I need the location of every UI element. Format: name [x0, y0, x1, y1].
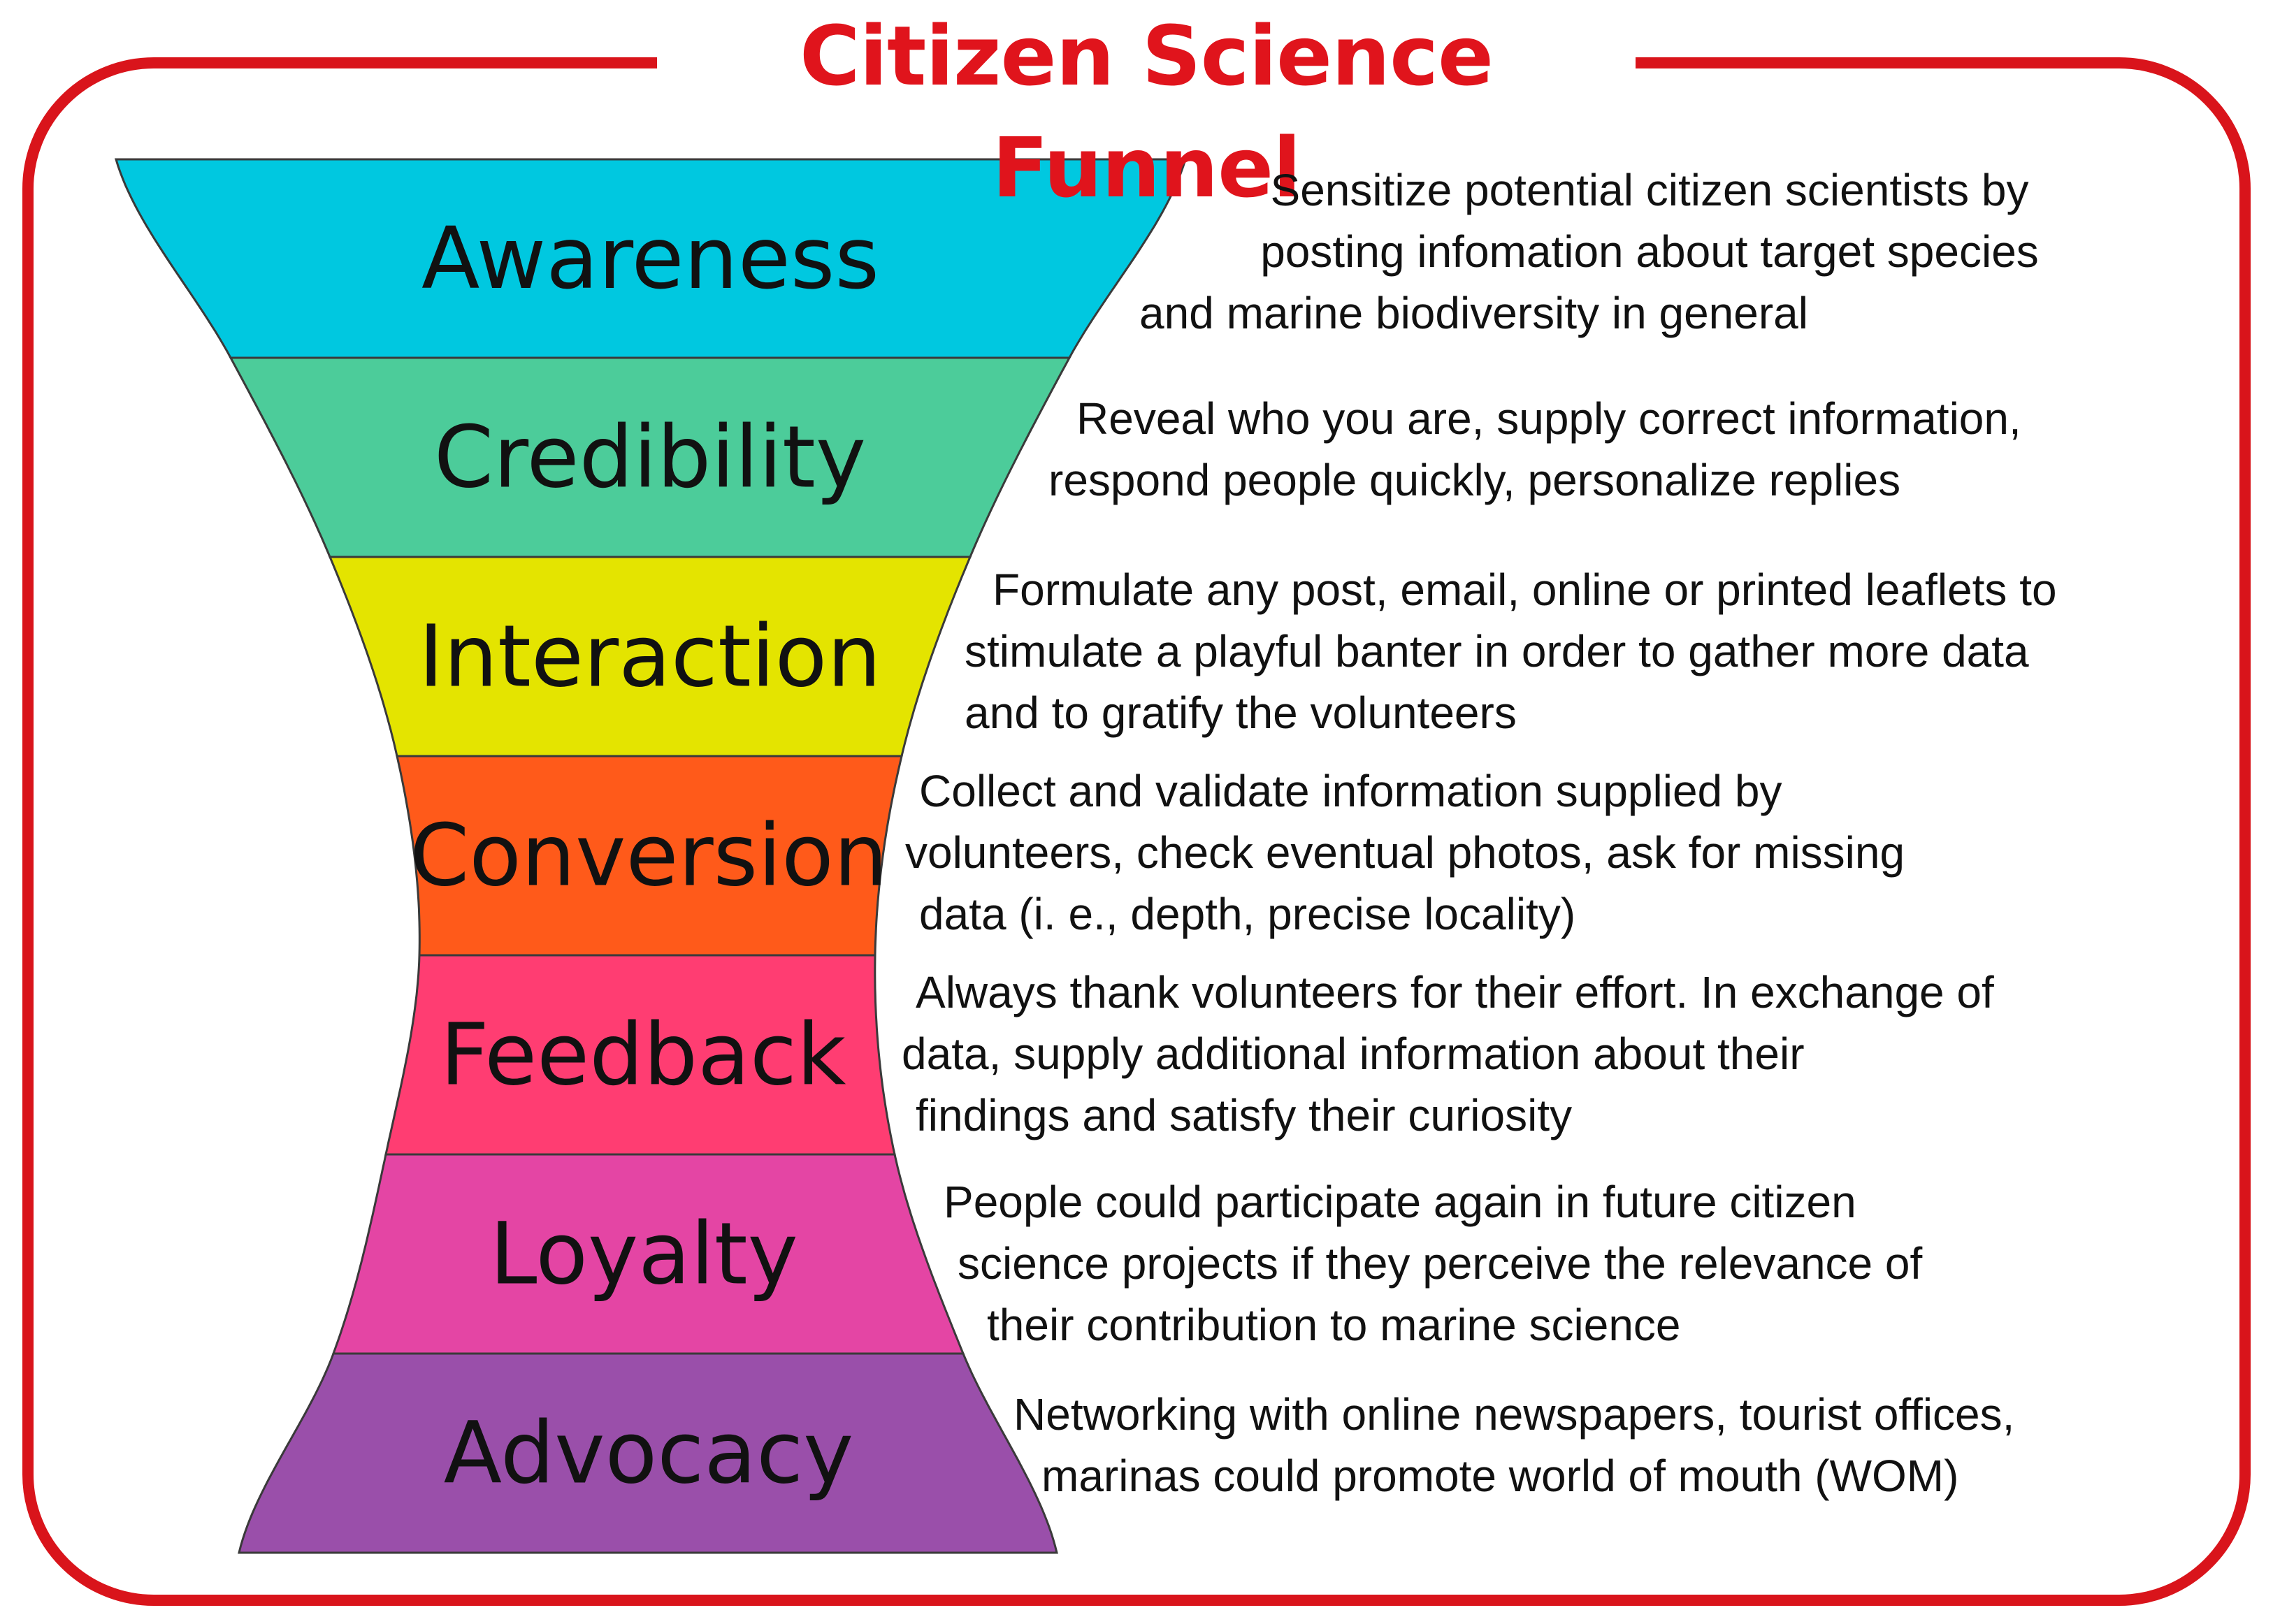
description-line: marinas could promote world of mouth (WO…: [1041, 1451, 1959, 1501]
description-line: Sensitize potential citizen scientists b…: [1270, 165, 2029, 215]
stage-label-credibility: Credibility: [434, 408, 866, 507]
stage-label-advocacy: Advocacy: [444, 1404, 854, 1503]
description-line: Formulate any post, email, online or pri…: [993, 565, 2057, 615]
funnel-segment-advocacy: [238, 1352, 1058, 1554]
description-advocacy: Networking with online newspapers, touri…: [1013, 1384, 2014, 1507]
stage-label-loyalty: Loyalty: [490, 1205, 798, 1304]
description-line: volunteers, check eventual photos, ask f…: [905, 827, 1905, 878]
funnel: AwarenessCredibilityInteractionConversio…: [114, 158, 1188, 1554]
description-feedback: Always thank volunteers for their effort…: [902, 962, 1994, 1146]
stage-label-feedback: Feedback: [440, 1006, 846, 1105]
description-credibility: Reveal who you are, supply correct infor…: [1048, 388, 2021, 511]
description-line: data, supply additional information abou…: [902, 1029, 1805, 1079]
stage-label-awareness: Awareness: [421, 209, 879, 308]
description-line: data (i. e., depth, precise locality): [919, 889, 1576, 939]
description-line: Always thank volunteers for their effort…: [916, 967, 1994, 1017]
description-loyalty: People could participate again in future…: [944, 1171, 1922, 1356]
description-line: and marine biodiversity in general: [1139, 288, 1808, 338]
description-line: Collect and validate information supplie…: [919, 766, 1782, 816]
description-line: Networking with online newspapers, touri…: [1013, 1389, 2015, 1440]
description-line: respond people quickly, personalize repl…: [1048, 455, 1901, 505]
description-line: their contribution to marine science: [987, 1300, 1681, 1350]
description-line: findings and satisfy their curiosity: [916, 1090, 1573, 1140]
description-line: posting infomation about target species: [1260, 226, 2039, 277]
stage-label-interaction: Interaction: [419, 607, 881, 706]
stage-label-conversion: Conversion: [410, 806, 888, 906]
description-conversion: Collect and validate information supplie…: [905, 760, 1905, 945]
description-awareness: Sensitize potential citizen scientists b…: [1118, 159, 2181, 344]
description-line: People could participate again in future…: [944, 1177, 1856, 1227]
description-interaction: Formulate any post, email, online or pri…: [965, 559, 2057, 744]
description-line: Reveal who you are, supply correct infor…: [1076, 393, 2021, 444]
description-line: stimulate a playful banter in order to g…: [965, 626, 2029, 676]
description-line: science projects if they perceive the re…: [958, 1238, 1923, 1289]
diagram-title: Citizen Science Funnel: [657, 0, 1636, 216]
description-line: and to gratify the volunteers: [965, 688, 1517, 738]
